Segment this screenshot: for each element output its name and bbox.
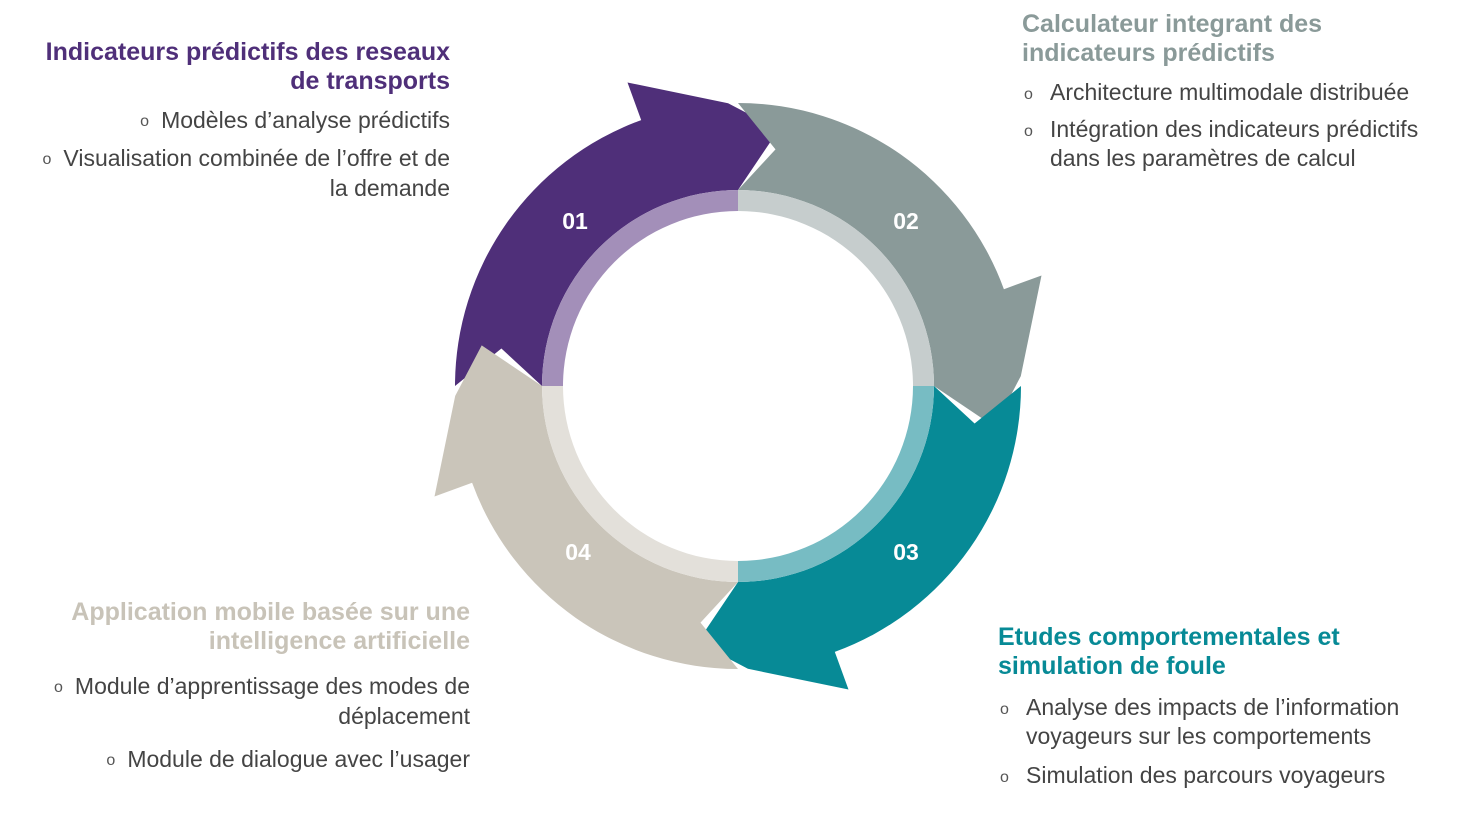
segment-02-band: [738, 190, 934, 386]
segment-02-title: Calculateur integrant des indicateurs pr…: [1022, 10, 1323, 67]
segment-number-03: 03: [893, 539, 919, 565]
segment-02-text: Calculateur integrant des indicateurs pr…: [1022, 10, 1462, 173]
segment-04-arrow: [434, 345, 738, 669]
bullet-icon: o: [1000, 701, 1009, 718]
segment-01-arrow: [455, 82, 779, 386]
segment-number-02: 02: [893, 208, 919, 234]
segment-04-title: Application mobile basée sur une intelli…: [71, 598, 470, 655]
segment-03-band: [738, 386, 934, 582]
segment-04-band: [542, 386, 738, 582]
bullet-icon: o: [42, 151, 52, 168]
bullet-icon: o: [140, 113, 150, 130]
segment-03-title: Etudes comportementales et simulation de…: [998, 623, 1340, 680]
segment-01-band: [542, 190, 738, 386]
bullet-icon: o: [1024, 123, 1033, 140]
segment-number-04: 04: [565, 539, 591, 565]
segment-03-arrow: [697, 386, 1021, 690]
segment-01-title: Indicateurs prédictifs des reseaux de tr…: [45, 38, 450, 95]
bullet-icon: o: [106, 752, 116, 769]
segment-03-text: Etudes comportementales et simulation de…: [998, 623, 1443, 790]
segment-number-01: 01: [562, 208, 588, 234]
segment-01-text: Indicateurs prédictifs des reseaux de tr…: [10, 38, 450, 203]
segment-02-arrow: [738, 103, 1042, 427]
bullet-icon: o: [54, 679, 63, 696]
bullet-icon: o: [1000, 769, 1009, 786]
bullet-icon: o: [1024, 86, 1033, 103]
segment-04-text: Application mobile basée sur une intelli…: [10, 598, 470, 775]
